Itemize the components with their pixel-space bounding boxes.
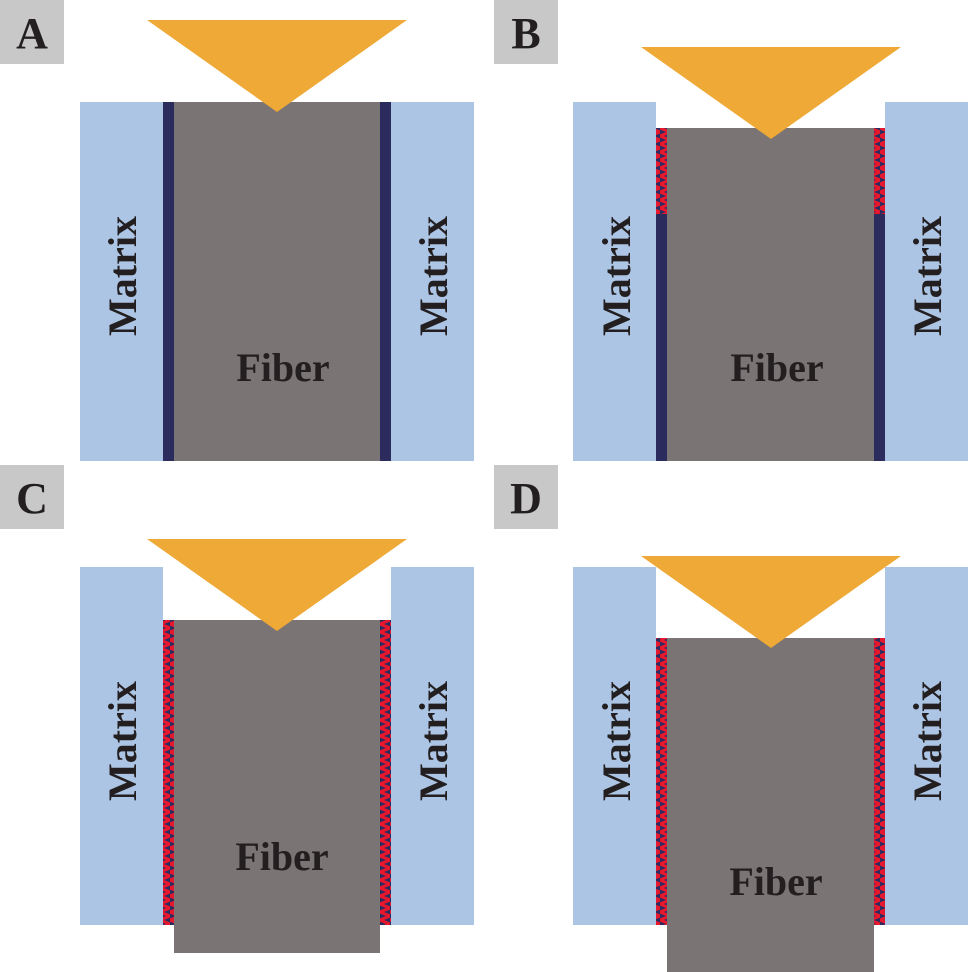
matrix-right-label: Matrix bbox=[411, 216, 456, 336]
panel-label-box bbox=[0, 465, 64, 529]
panel-label: A bbox=[16, 9, 48, 58]
panel-label: C bbox=[16, 474, 48, 523]
matrix-right bbox=[885, 567, 968, 925]
debonded-interface-left bbox=[163, 620, 174, 925]
panel-label: D bbox=[510, 474, 542, 523]
panel-label-box bbox=[494, 465, 558, 529]
debonded-interface-right bbox=[380, 620, 391, 925]
debonded-interface-left bbox=[656, 128, 667, 214]
panel-c: C Matrix Matrix Fiber bbox=[0, 465, 474, 953]
debonded-interface-right bbox=[874, 128, 885, 214]
indenter bbox=[641, 47, 901, 139]
fiber bbox=[667, 638, 874, 972]
matrix-left bbox=[80, 567, 163, 925]
interface-left bbox=[656, 128, 667, 461]
panel-label-box bbox=[494, 0, 558, 64]
indenter bbox=[147, 20, 407, 112]
matrix-left bbox=[80, 102, 163, 461]
fiber-label: Fiber bbox=[236, 345, 329, 390]
panel-b: B Matrix Matrix Fiber bbox=[494, 0, 968, 461]
fiber-label: Fiber bbox=[729, 859, 822, 904]
matrix-right bbox=[391, 102, 474, 461]
matrix-left-label: Matrix bbox=[100, 681, 145, 801]
matrix-left-label: Matrix bbox=[594, 216, 639, 336]
panel-label-box bbox=[0, 0, 64, 64]
debonded-interface-right bbox=[874, 638, 885, 925]
indenter bbox=[147, 539, 407, 631]
indenter bbox=[641, 556, 901, 648]
matrix-left bbox=[573, 567, 656, 925]
matrix-right-label: Matrix bbox=[905, 681, 950, 801]
fiber bbox=[667, 128, 874, 461]
interface-left bbox=[163, 102, 174, 461]
matrix-left-label: Matrix bbox=[100, 216, 145, 336]
panel-label: B bbox=[511, 9, 540, 58]
matrix-left bbox=[573, 102, 656, 461]
panel-a: A Matrix Matrix Fiber bbox=[0, 0, 474, 461]
fiber bbox=[174, 620, 380, 953]
matrix-right-label: Matrix bbox=[411, 681, 456, 801]
matrix-right-label: Matrix bbox=[905, 216, 950, 336]
matrix-right bbox=[391, 567, 474, 925]
debonded-interface-left bbox=[656, 638, 667, 925]
fiber bbox=[174, 102, 380, 461]
matrix-right bbox=[885, 102, 968, 461]
fiber-label: Fiber bbox=[730, 345, 823, 390]
matrix-left-label: Matrix bbox=[594, 681, 639, 801]
interface-right bbox=[380, 102, 391, 461]
interface-right bbox=[874, 128, 885, 461]
panel-d: D Matrix Matrix Fiber bbox=[494, 465, 968, 972]
fiber-label: Fiber bbox=[235, 834, 328, 879]
